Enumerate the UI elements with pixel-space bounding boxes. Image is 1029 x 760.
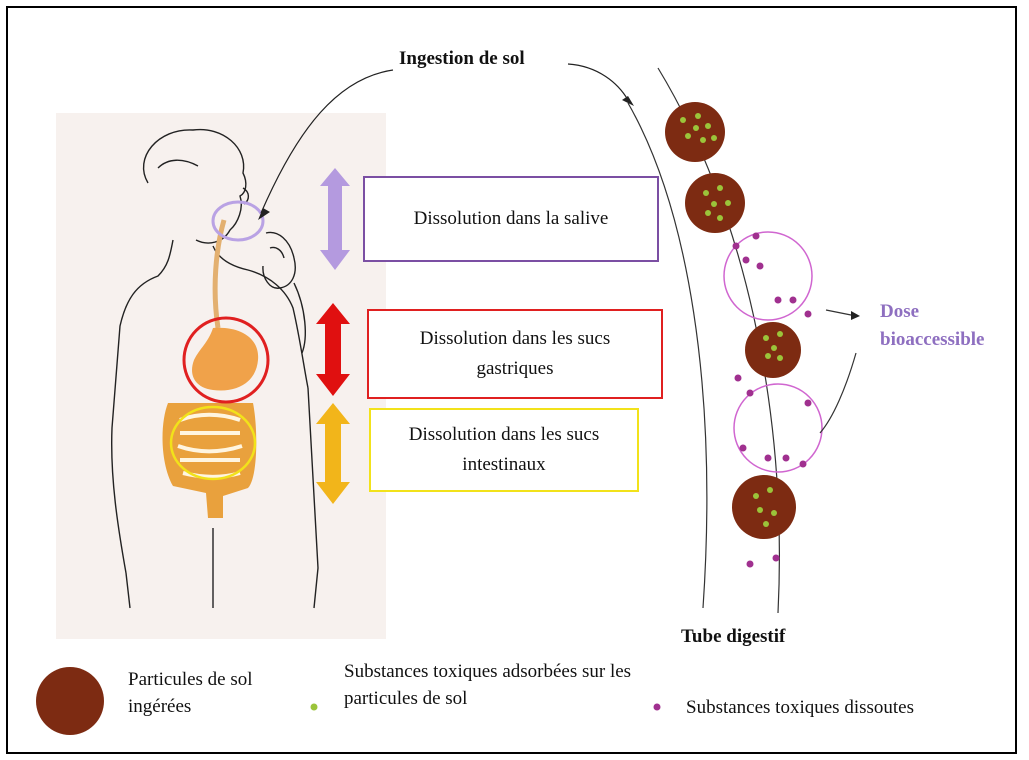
stage-label-saliva: Dissolution dans la salive <box>414 204 609 234</box>
legend-particle-symbol <box>36 667 104 735</box>
legend-dissolved-symbol <box>654 704 661 711</box>
tube-particle <box>665 102 725 162</box>
dose-bioaccessible-label: Dose bioaccessible <box>880 298 1015 354</box>
tube-label: Tube digestif <box>681 626 785 648</box>
stage-box-gastric: Dissolution dans les sucs gastriques <box>367 309 663 399</box>
dissolution-circle <box>734 384 822 472</box>
tube-particles <box>665 102 801 539</box>
stage-box-intestinal: Dissolution dans les sucs intestinaux <box>369 408 639 492</box>
legend-adsorbed-label: Substances toxiques adsorbées sur les pa… <box>344 658 634 712</box>
legend-adsorbed-symbol <box>311 704 318 711</box>
stage-label-gastric: Dissolution dans les sucs gastriques <box>379 324 651 384</box>
legend-particles-label: Particules de sol ingérées <box>128 666 278 720</box>
stage-label-intestinal: Dissolution dans les sucs intestinaux <box>381 420 627 480</box>
diagram-title: Ingestion de sol <box>399 48 525 70</box>
stage-box-saliva: Dissolution dans la salive <box>363 176 659 262</box>
dose-pointer-lower <box>820 353 856 433</box>
tube-particle <box>732 475 796 539</box>
dose-pointer-head <box>851 311 860 320</box>
ingestion-curve-right <box>568 64 628 100</box>
diagram-frame: Ingestion de sol Dissolution dans la sal… <box>6 6 1017 754</box>
ingestion-arrowhead-right <box>622 96 634 106</box>
legend-dissolved-label: Substances toxiques dissoutes <box>686 694 1006 721</box>
